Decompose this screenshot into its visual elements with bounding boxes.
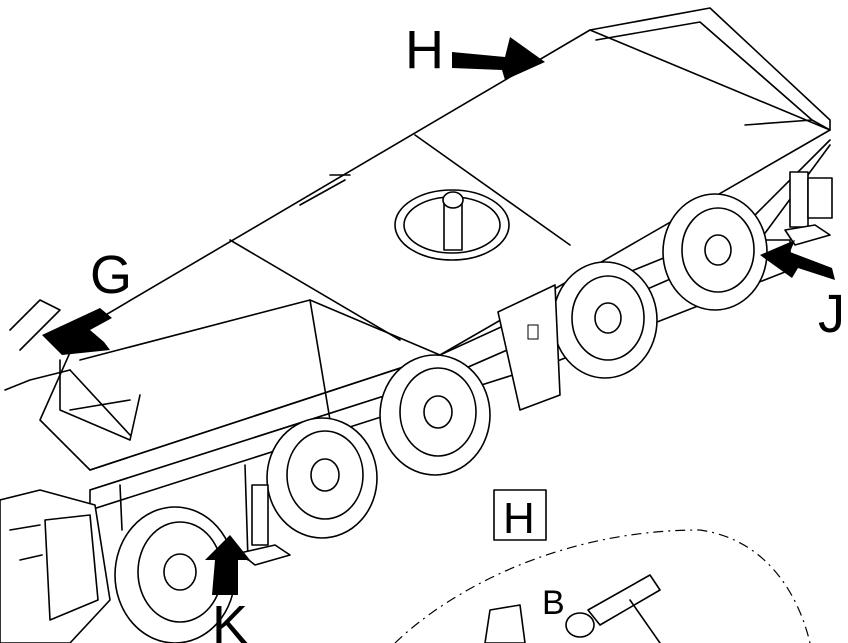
arrow-j <box>760 240 835 280</box>
slewing-ring <box>394 189 510 261</box>
label-g: G <box>90 245 132 305</box>
label-detail-h: H <box>503 494 535 543</box>
label-h-top: H <box>405 20 444 80</box>
wheel-4 <box>552 261 658 379</box>
outrigger-front <box>239 484 291 566</box>
label-j: J <box>818 284 845 344</box>
side-box <box>497 284 561 411</box>
label-k: K <box>212 595 248 643</box>
wheel-5 <box>662 193 768 311</box>
wheel-2 <box>266 417 378 539</box>
operator-cab <box>0 489 111 643</box>
wheel-3 <box>379 354 491 476</box>
detail-view-h <box>394 489 811 643</box>
arrow-k <box>205 535 250 595</box>
arrow-g <box>42 308 112 355</box>
detail-label-box <box>493 489 547 541</box>
outrigger-rear <box>784 171 833 246</box>
front-frame <box>4 299 141 441</box>
arrow-h <box>452 37 545 80</box>
label-b: B <box>542 584 565 622</box>
